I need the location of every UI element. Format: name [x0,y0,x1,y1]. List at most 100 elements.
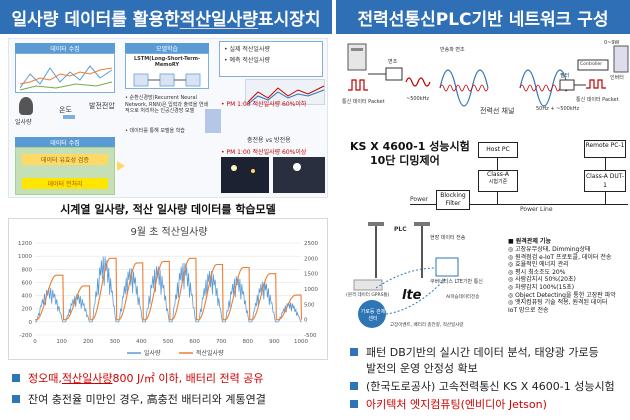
link-dash-1 [375,267,437,289]
line-a1 [497,192,498,204]
bullet-1-mid: 적산일사량 [61,372,113,385]
plc-sub-label: 현장 데이터 전송 [430,235,466,241]
y-right-tick-label: 1500 [304,272,318,278]
feature-item: ◎ 엣지컴퓨팅 기술 적용, 원격된 데이터 [508,299,608,307]
right-bullet-2: (한국도로공사) 고속전력통신 KS X 4600-1 성능시험 [350,378,630,394]
left-bullet-2: 잔여 충전율 미만인 경우, 高충전 배터리와 계통연결 [12,391,266,407]
control-center-circle [358,300,386,328]
y-left-tick-label: 1000 [18,254,32,260]
lbl-ctrl: Controller [580,62,603,67]
y-right-tick-label: 2000 [304,256,318,262]
x-tick-label: 900 [269,339,280,345]
power-line [410,204,628,205]
power-wave-1 [439,69,489,107]
lbl-carrier: 변조 [388,59,398,65]
bullet-1-post: 800 J/㎡ 이하, 배터리 전력 공유 [112,372,264,385]
right-bullet-1-cont: 발전의 운영 안정성 확보 [366,360,630,376]
pm-label-2: • PM 1:00 적산일사량 60%이상 [221,149,307,156]
mini-chart-svg [19,65,113,91]
jetson-label: 쿠버네티스 LTE기반 통신 [430,279,483,285]
test-title-1: KS X 4600-1 성능시험 [350,140,470,153]
y-left-tick-label: 600 [22,280,33,286]
feature-item: ◎ 고장유무상태, Dimming상태 [508,246,591,253]
arrow-shape [205,109,221,133]
building-icon [353,279,383,291]
left-bullet-1: 정오때, 적산일사량 800 J/㎡ 이하, 배터리 전력 공유 [12,370,263,386]
lstm-title: LSTM(Long-Short-Term-MemoRY [134,56,200,68]
y-left-tick-label: -200 [20,333,33,339]
title-part1: 일사량 데이터를 활용한 [11,9,180,30]
right-bullet-1-cont-text: 발전의 운영 안정성 확보 [366,362,478,375]
out-line-red [247,85,325,103]
lbl-sig2: 통신 데이터 Packet [576,97,619,103]
arrow-stub [63,115,75,119]
chart-title: 9월 초 적산일사량 [130,226,207,238]
line-remote [605,158,606,170]
power-line-label: Power Line [520,206,553,213]
right-bullet-3-text: 아키텍처 엣지컴퓨팅(엔비디아 Jetson) [366,398,547,411]
feature-item: ◎ 효율적인 에너지 관리 [508,261,569,269]
lstm-cell-3 [185,73,201,87]
lbl-sig1: 통신 데이터 Packet [342,99,385,105]
model-desc: • 순환신경망(Recurrent Neural Network, RNN)은 … [125,95,209,114]
inverter-icon [613,45,629,73]
x-tick-label: 400 [136,339,147,345]
data-collect-tag: 데이터 수집 [15,43,115,54]
lbl-channel: 전력선 채널 [480,107,515,115]
power-label: Power [410,196,429,203]
night-photo-1 [221,157,269,193]
pc-tower-icon [347,43,367,71]
y-right-tick-label: 2500 [304,241,318,247]
modulator-box [385,67,403,81]
y-left-tick-label: 400 [22,294,33,300]
lamp-light-1 [231,165,237,171]
bullet-square-icon [12,395,20,403]
mini-line-green [19,81,113,91]
plc-signal-svg [347,43,629,107]
output-box: • 실제 적산일사량 • 예측 적산일사량 [219,41,323,77]
pulse-signal-1 [348,79,368,91]
bullet-1-pre: 정오때, [28,372,62,385]
lstm-box: LSTM(Long-Short-Term-MemoRY [125,53,209,89]
y-left-tick-label: 800 [22,267,33,273]
bullet-square-icon [12,374,20,382]
out-item-2: • 예측 적산일사량 [224,57,270,64]
lbl-freq1: ~500kHz [406,96,430,102]
class-a1-sub: 시험기준 [488,179,508,185]
link-dash-2 [385,277,447,315]
output-chart [245,79,325,105]
flow-diagram: 데이터 수집 일사량 온도 발전전압 데이터 수집 데이터 유효성 검증 데이터… [8,38,328,198]
filter-box [559,79,575,91]
remote-label: 가로등 관제 센터 [360,309,386,322]
feature-item: ◎ 원격점검 e-IoT 프로토콜, 데이터 전송 [508,253,612,261]
event-label: 고장이벤트, 배터리 충전량, 적산일사량 [390,323,464,328]
host-pc-box: Host PC [478,142,518,158]
lbl-freq2: 50Hz + ~500kHz [536,106,580,112]
lte-logo: lte [402,288,422,303]
lamp-light-3 [293,163,301,171]
right-bullet-2-text: (한국도로공사) 고속전력통신 KS X 4600-1 성능시험 [366,380,615,393]
x-tick-label: 0 [33,339,37,345]
line-a2 [605,192,606,204]
out-line-blue [247,89,325,105]
series-line-cumulative [35,257,303,321]
right-bullet-1: 패턴 DB기반의 실시간 데이터 분석, 태양광 가로등 [350,344,630,360]
x-tick-label: 1000 [294,339,308,345]
lstm-diagram [133,73,201,87]
lbl-kw: 0~9W [604,40,620,46]
y-right-tick-label: 0 [304,318,308,324]
night-photo-2 [273,157,325,193]
pc-drive [351,48,363,51]
sensor-label: 일사량 [15,119,32,126]
y-left-tick-label: 0 [29,320,33,326]
feature-item: ◎ 차량감지 100%(15초) [508,283,575,291]
validation-box: 데이터 유효성 검증 데이터 전처리 [15,147,115,195]
sensor-icon [19,97,33,115]
feature-item: IoT 망으로 전송 [508,306,549,314]
mod-wave-1 [439,84,489,92]
data-collect-tag-2: 데이터 수집 [15,137,115,148]
right-panel-title: 전력선통신PLC기반 네트워크 구성 [336,0,630,34]
mini-line-orange [19,67,113,85]
left-panel-title: 일사량 데이터를 활용한 적산일사량 표시장치 [0,0,332,34]
gprs-label: (원격 데이터 GPRS통) [346,293,390,298]
